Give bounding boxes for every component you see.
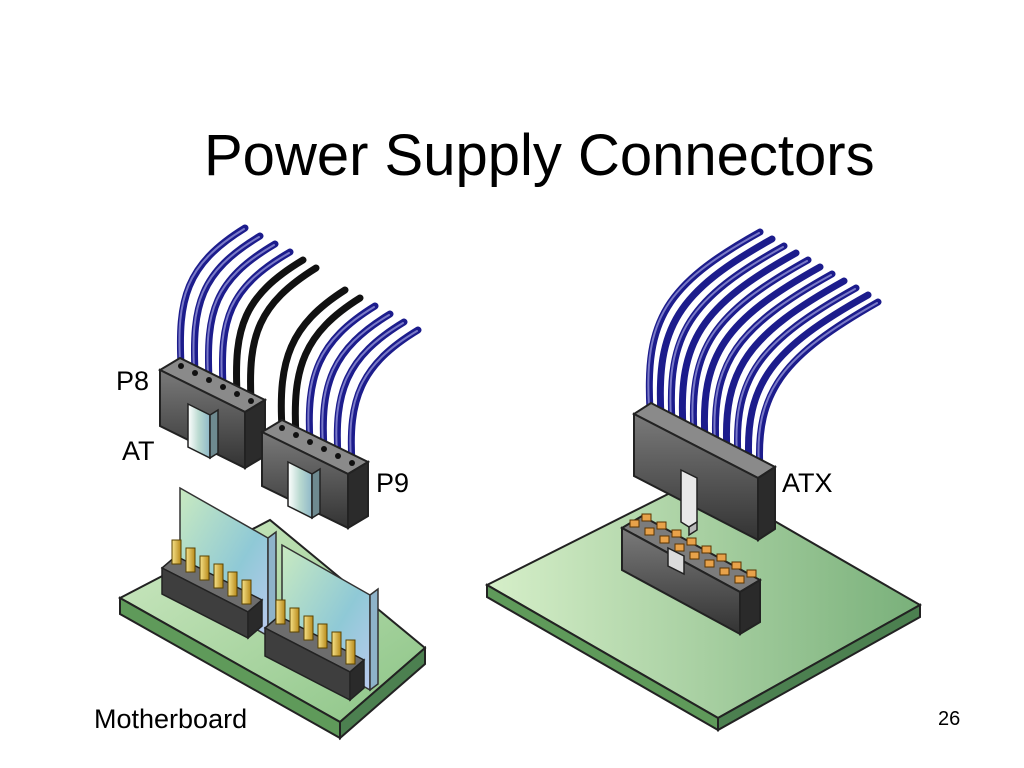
- label-p8: P8: [116, 366, 150, 396]
- p8-connector: [157, 356, 268, 470]
- slide-title: Power Supply Connectors: [204, 123, 875, 188]
- p8-wires-highlight: [178, 228, 290, 384]
- label-motherboard: Motherboard: [94, 704, 248, 734]
- atx-socket: [619, 513, 763, 636]
- label-atx: ATX: [782, 468, 833, 498]
- p9-connector: [259, 418, 371, 530]
- at-socket-p8: [160, 486, 277, 640]
- atx-connector: [632, 401, 777, 542]
- at-socket-p9: [263, 543, 379, 702]
- p9-wires-highlight: [307, 306, 418, 461]
- label-p9: P9: [376, 468, 410, 498]
- atx-wires-highlight: [647, 232, 878, 468]
- page-number: 26: [938, 708, 961, 730]
- label-at: AT: [122, 436, 155, 466]
